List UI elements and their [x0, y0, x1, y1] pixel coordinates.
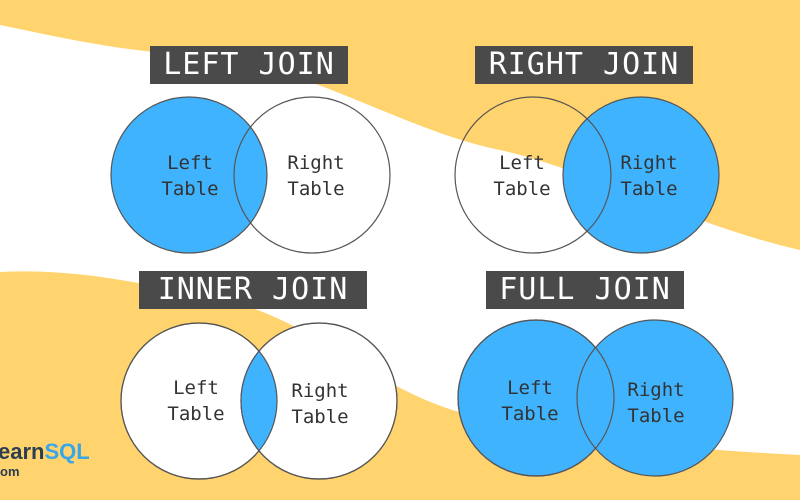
inner-join-right-label-1: Right: [291, 380, 348, 402]
inner-join-title: INNER JOIN: [139, 271, 367, 309]
left-join-right-label-2: Table: [287, 178, 344, 200]
right-join-left-circle: [454, 96, 612, 254]
full-join-right-label-2: Table: [627, 405, 684, 427]
full-join-title: FULL JOIN: [486, 271, 684, 309]
logo-text-sql: SQL: [44, 439, 90, 464]
inner-join-right-label-2: Table: [291, 406, 348, 428]
inner-join-diagram: Left Table Right Table: [120, 322, 398, 480]
left-join-title: LEFT JOIN: [150, 46, 348, 84]
left-join-left-label-1: Left: [167, 152, 213, 174]
logo-text-prefix: earn: [0, 439, 45, 464]
right-join-left-label-2: Table: [493, 178, 550, 200]
full-join-diagram: Left Table Right Table: [457, 319, 734, 477]
full-join-left-label-2: Table: [501, 403, 558, 425]
inner-join-left-label-1: Left: [173, 377, 219, 399]
right-join-title: RIGHT JOIN: [475, 46, 693, 84]
left-join-left-label-2: Table: [161, 178, 218, 200]
right-join-diagram: Left Table Right Table: [454, 96, 720, 254]
logo-subtext: om: [0, 464, 20, 479]
right-join-right-circle: [562, 96, 720, 254]
right-join-right-label-2: Table: [620, 178, 677, 200]
learnsql-logo: earnSQL om: [0, 439, 90, 479]
full-join-left-label-1: Left: [507, 377, 553, 399]
full-join-right-label-1: Right: [627, 379, 684, 401]
left-join-right-circle: [233, 96, 391, 254]
inner-join-left-label-2: Table: [167, 403, 224, 425]
full-join-right-circle: [576, 319, 734, 477]
left-join-left-circle: [110, 96, 268, 254]
left-join-diagram: Left Table Right Table: [110, 96, 391, 254]
right-join-right-label-1: Right: [620, 152, 677, 174]
right-join-left-label-1: Left: [499, 152, 545, 174]
left-join-right-label-1: Right: [287, 152, 344, 174]
